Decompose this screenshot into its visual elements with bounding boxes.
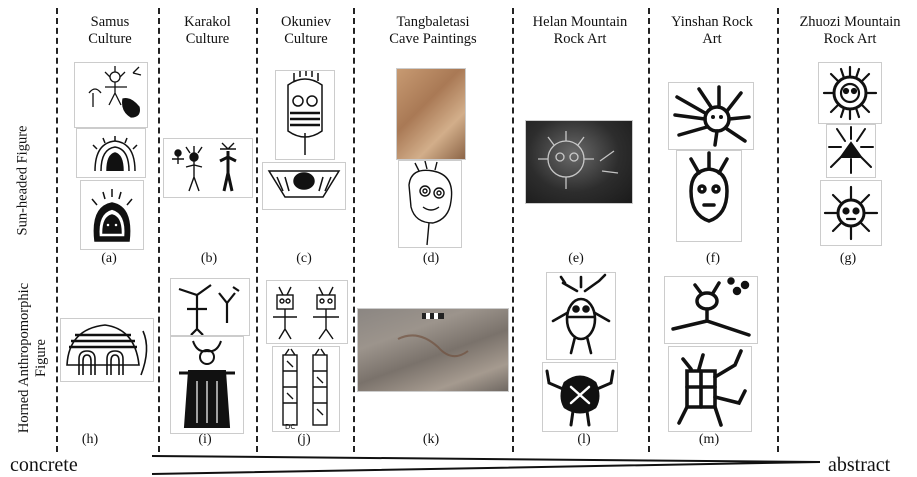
caption-m: (m) xyxy=(689,432,729,448)
caption-k: (k) xyxy=(411,432,451,448)
okuniev-horned-image-1 xyxy=(266,280,348,344)
caption-f: (f) xyxy=(693,251,733,267)
caption-d: (d) xyxy=(411,251,451,267)
zhuozi-figure-image-2 xyxy=(826,124,876,178)
column-divider xyxy=(158,8,160,452)
row-label-horned: Horned Anthropomorphic Figure xyxy=(16,268,50,448)
samus-figure-image-2 xyxy=(76,128,146,178)
tangbaletasi-horned-photo xyxy=(357,308,509,392)
karakol-horned-image-2 xyxy=(170,336,244,434)
okuniev-figure-image-1 xyxy=(275,70,335,160)
yinshan-figure-image-1 xyxy=(668,82,754,150)
caption-b: (b) xyxy=(189,251,229,267)
samus-figure-image-1 xyxy=(74,62,148,128)
yinshan-figure-image-2 xyxy=(676,150,742,242)
caption-l: (l) xyxy=(564,432,604,448)
karakol-horned-image-1 xyxy=(170,278,250,336)
caption-g: (g) xyxy=(828,251,868,267)
caption-h: (h) xyxy=(70,432,110,448)
column-divider xyxy=(256,8,258,452)
column-divider xyxy=(353,8,355,452)
okuniev-horned-image-2: DC xyxy=(272,346,340,432)
samus-horned-image xyxy=(60,318,154,382)
column-divider xyxy=(777,8,779,452)
okuniev-figure-image-2 xyxy=(262,162,346,210)
karakol-figure-image xyxy=(163,138,253,198)
column-divider xyxy=(512,8,514,452)
caption-e: (e) xyxy=(556,251,596,267)
samus-figure-image-3 xyxy=(80,180,144,250)
tangbaletasi-cave-photo xyxy=(396,68,466,160)
scale-label-abstract: abstract xyxy=(828,454,890,477)
caption-c: (c) xyxy=(284,251,324,267)
helan-horned-image-2 xyxy=(542,362,618,432)
tangbaletasi-figure-drawing xyxy=(398,160,462,248)
scale-label-concrete: concrete xyxy=(10,454,78,477)
yinshan-horned-image-2 xyxy=(668,346,752,432)
caption-j: (j) xyxy=(284,432,324,448)
caption-a: (a) xyxy=(89,251,129,267)
svg-text:DC: DC xyxy=(285,423,295,431)
concrete-abstract-wedge xyxy=(150,452,822,476)
caption-i: (i) xyxy=(185,432,225,448)
yinshan-horned-image-1 xyxy=(664,276,758,344)
zhuozi-figure-image-1 xyxy=(818,62,882,124)
row-label-sun-headed: Sun-headed Figure xyxy=(15,106,32,256)
helan-horned-image-1 xyxy=(546,272,616,360)
column-divider xyxy=(56,8,58,452)
zhuozi-figure-image-3 xyxy=(820,180,882,246)
helan-rock-photo xyxy=(525,120,633,204)
column-divider xyxy=(648,8,650,452)
